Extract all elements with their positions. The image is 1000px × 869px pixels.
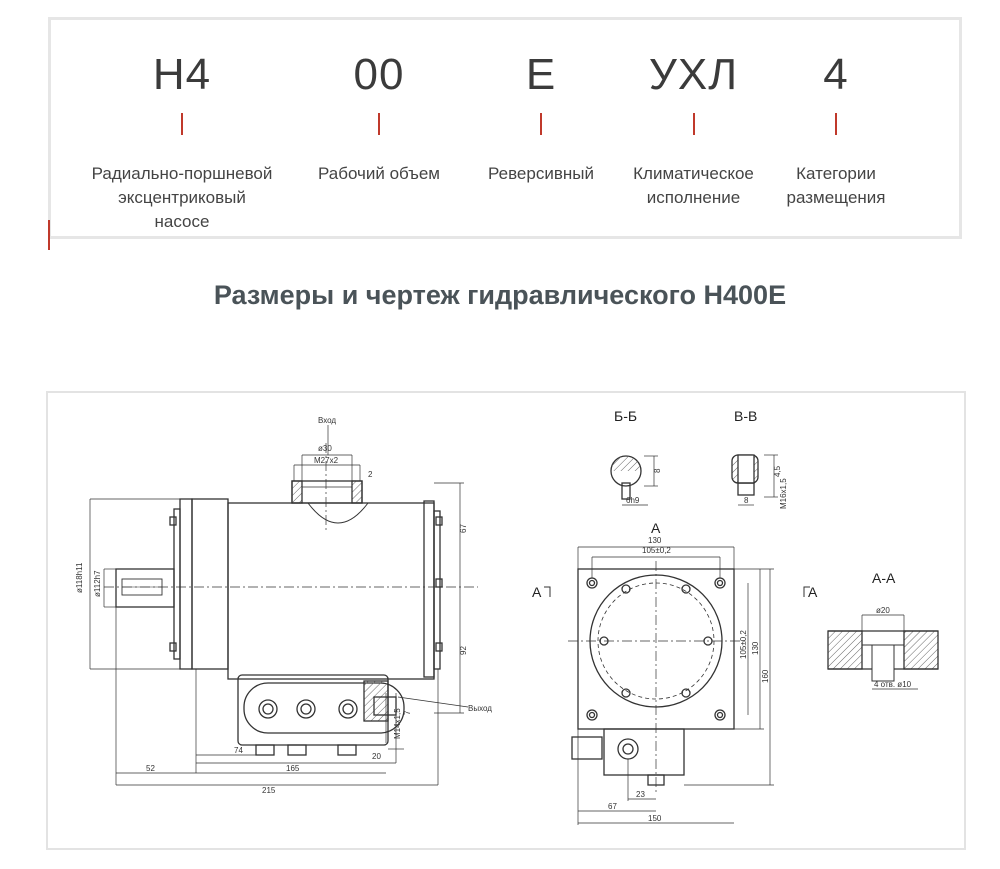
label-section-aa: А-А bbox=[872, 570, 896, 586]
dim-shaft-diameter: ø112h7 bbox=[93, 570, 102, 597]
code-description: Реверсивный bbox=[488, 164, 594, 183]
dim-74: 74 bbox=[234, 746, 243, 755]
dim-inlet-thread: М27х2 bbox=[314, 456, 339, 465]
pump-body bbox=[227, 502, 435, 680]
code-value: 4 bbox=[823, 50, 849, 99]
dim-height-105: 105±0,2 bbox=[739, 630, 748, 659]
dim-height-92: 92 bbox=[459, 646, 468, 655]
code-description: Категории размещения bbox=[786, 164, 886, 207]
front-valve-block bbox=[603, 728, 685, 776]
dim-vv-45: 4,5 bbox=[773, 465, 782, 477]
code-tick bbox=[540, 113, 542, 135]
section-aa bbox=[827, 614, 939, 690]
dim-inlet-depth: 2 bbox=[368, 470, 373, 479]
dim-aa-holes: 4 отв. ø10 bbox=[874, 680, 912, 689]
dim-vv-8: 8 bbox=[744, 496, 749, 505]
label-section-bb: Б-Б bbox=[614, 408, 637, 424]
code-value: Е bbox=[525, 50, 557, 99]
dim-width-130: 130 bbox=[648, 536, 662, 545]
code-tick bbox=[835, 113, 837, 135]
technical-drawing: Вход ø30 М27х2 2 ø118h11 ø112h7 67 92 Вы… bbox=[46, 391, 966, 850]
side-view bbox=[115, 480, 443, 756]
code-description: Климатическое исполнение bbox=[633, 164, 754, 207]
code-breakdown-panel: Н4 Радиально-поршневой эксцентриковый на… bbox=[48, 17, 962, 250]
dim-165: 165 bbox=[286, 764, 300, 773]
label-view-a-left: А bbox=[532, 584, 542, 600]
dim-20: 20 bbox=[372, 752, 381, 761]
dim-width-105: 105±0,2 bbox=[642, 546, 671, 555]
code-tick bbox=[378, 113, 380, 135]
dim-52: 52 bbox=[146, 764, 155, 773]
dim-215: 215 bbox=[262, 786, 276, 795]
dim-bottom-67: 67 bbox=[608, 802, 617, 811]
dim-flange-diameter: ø118h11 bbox=[75, 562, 84, 593]
dim-vv-thread: М16х1,5 bbox=[779, 478, 788, 509]
dim-bb-6h9: 6h9 bbox=[626, 496, 640, 505]
dim-bb-8: 8 bbox=[653, 468, 662, 473]
code-value: 00 bbox=[353, 50, 405, 99]
dim-bottom-150: 150 bbox=[648, 814, 662, 823]
code-description: Радиально-поршневой эксцентриковый насос… bbox=[91, 164, 273, 231]
code-tick bbox=[181, 113, 183, 135]
section-bb bbox=[610, 455, 658, 506]
code-value: Н4 bbox=[152, 50, 212, 99]
code-value: УХЛ bbox=[648, 50, 739, 99]
mount-flange bbox=[179, 498, 193, 670]
dim-height-160: 160 bbox=[761, 669, 770, 683]
front-view bbox=[571, 568, 735, 786]
section-vv bbox=[731, 454, 778, 506]
dim-outlet-7: 7 bbox=[403, 710, 412, 715]
section-title: Размеры и чертеж гидравлического Н400Е bbox=[213, 280, 787, 310]
dim-outlet-label: Выход bbox=[468, 704, 492, 713]
dim-height-130: 130 bbox=[751, 641, 760, 655]
dim-bottom-23: 23 bbox=[636, 790, 645, 799]
shaft bbox=[115, 568, 175, 608]
dim-aa-20: ø20 bbox=[876, 606, 890, 615]
side-dimensions bbox=[89, 425, 469, 786]
label-view-a-right: А bbox=[808, 584, 818, 600]
code-tick bbox=[692, 113, 695, 135]
label-section-vv: В-В bbox=[734, 408, 757, 424]
dim-outlet-thread: М14х1,5 bbox=[393, 708, 402, 739]
dim-inlet-label: Вход bbox=[318, 416, 336, 425]
accent-mark bbox=[48, 220, 50, 250]
code-description: Рабочий объем bbox=[317, 164, 440, 183]
drawing-svg: Вход ø30 М27х2 2 ø118h11 ø112h7 67 92 Вы… bbox=[75, 408, 939, 825]
dim-height-67: 67 bbox=[459, 524, 468, 533]
dim-inlet-diameter: ø30 bbox=[318, 444, 332, 453]
label-view-a-top: А bbox=[651, 520, 661, 536]
front-dimensions bbox=[577, 546, 774, 825]
